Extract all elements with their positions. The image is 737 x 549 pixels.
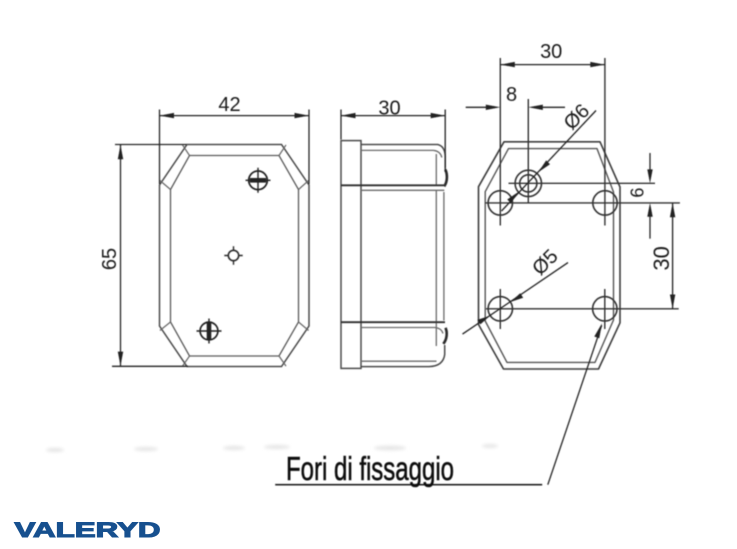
svg-text:VALERYD: VALERYD — [15, 519, 161, 542]
svg-text:30: 30 — [540, 41, 562, 63]
svg-text:6: 6 — [628, 188, 648, 198]
svg-text:30: 30 — [649, 246, 674, 270]
svg-text:30: 30 — [378, 97, 400, 119]
svg-text:Ø6: Ø6 — [560, 100, 594, 134]
svg-text:42: 42 — [218, 94, 240, 116]
svg-text:8: 8 — [506, 84, 517, 106]
svg-text:Ø5: Ø5 — [528, 245, 562, 279]
svg-text:65: 65 — [99, 248, 121, 270]
svg-text:Fori di fissaggio: Fori di fissaggio — [286, 450, 454, 487]
